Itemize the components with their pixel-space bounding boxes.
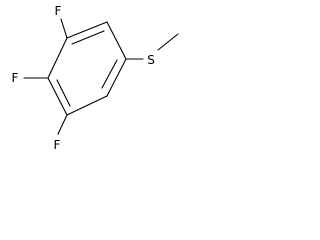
fluorine-middle-label: F [12, 71, 19, 85]
molecule-structure-diagram: F F F S [12, 4, 179, 152]
fluorine-top-label: F [55, 4, 62, 18]
ring-bond-lower-right-inner [101, 59, 118, 89]
bond-to-fluorine-bottom [57, 114, 68, 135]
sulfur-label: S [147, 53, 155, 67]
ring-bond-lower-left-inner [56, 79, 71, 107]
ring-bond-lower-left [47, 77, 68, 116]
ring-bond-top [66, 21, 108, 39]
ring-bond-bottom [66, 95, 108, 116]
bond-to-fluorine-top [60, 18, 68, 39]
ring-bond-upper-left [47, 37, 68, 79]
fluorine-bottom-label: F [54, 138, 61, 152]
bond-sulfur-to-methyl [157, 33, 179, 51]
ring-bond-lower-right [106, 58, 127, 97]
ring-bond-upper-right [106, 21, 127, 60]
ring-bond-top-inner [71, 30, 105, 45]
